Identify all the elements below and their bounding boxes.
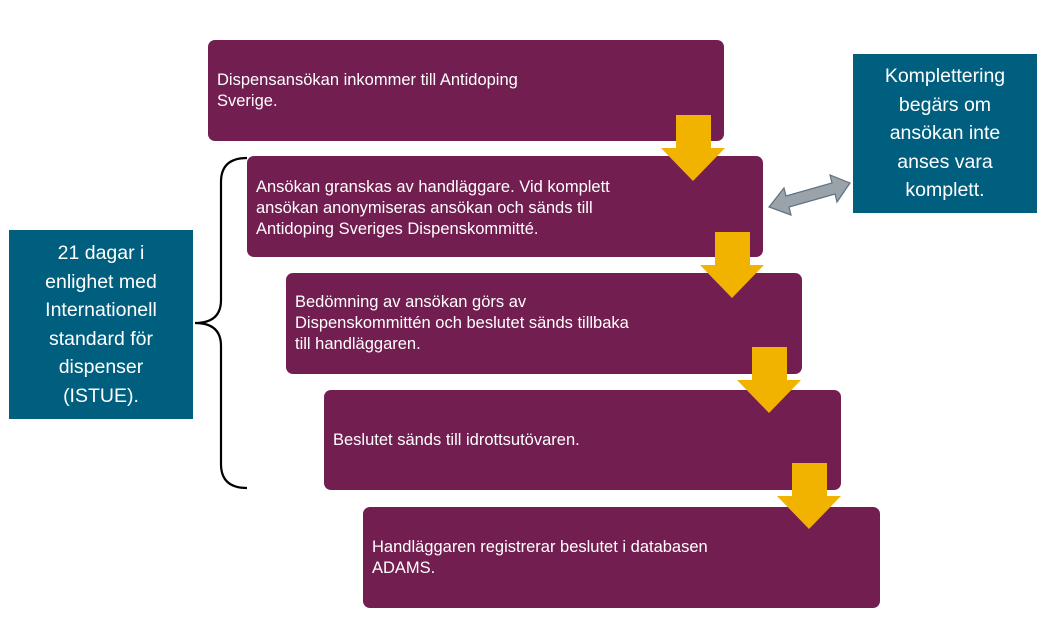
step-text-application-review: Ansökan granskas av handläggare. Vid kom… xyxy=(256,178,610,238)
completion-note-box: Komplettering begärs om ansökan inte ans… xyxy=(853,54,1037,213)
step-box-decision-sent: Beslutet sänds till idrottsutövaren. xyxy=(324,390,841,490)
down-arrow-icon xyxy=(700,232,764,298)
timeframe-note-text: 21 dagar i enlighet med Internationell s… xyxy=(45,242,157,407)
step-box-committee-assessment: Bedömning av ansökan görs av Dispenskomm… xyxy=(286,273,802,374)
curly-brace xyxy=(194,156,248,490)
step-text-committee-assessment: Bedömning av ansökan görs av Dispenskomm… xyxy=(295,293,629,353)
down-arrow-icon xyxy=(661,115,725,181)
down-arrow-icon xyxy=(777,463,841,529)
step-text-registered-in-adams: Handläggaren registrerar beslutet i data… xyxy=(372,537,708,577)
step-box-registered-in-adams: Handläggaren registrerar beslutet i data… xyxy=(363,507,880,608)
step-text-application-received: Dispensansökan inkommer till Antidoping … xyxy=(217,70,518,110)
down-arrow-icon xyxy=(737,347,801,413)
step-box-application-review: Ansökan granskas av handläggare. Vid kom… xyxy=(247,156,763,257)
completion-note-text: Komplettering begärs om ansökan inte ans… xyxy=(884,65,1006,202)
step-text-decision-sent: Beslutet sänds till idrottsutövaren. xyxy=(333,430,580,449)
timeframe-note-box: 21 dagar i enlighet med Internationell s… xyxy=(9,230,193,419)
double-arrow-icon xyxy=(768,174,851,216)
step-box-application-received: Dispensansökan inkommer till Antidoping … xyxy=(208,40,724,141)
